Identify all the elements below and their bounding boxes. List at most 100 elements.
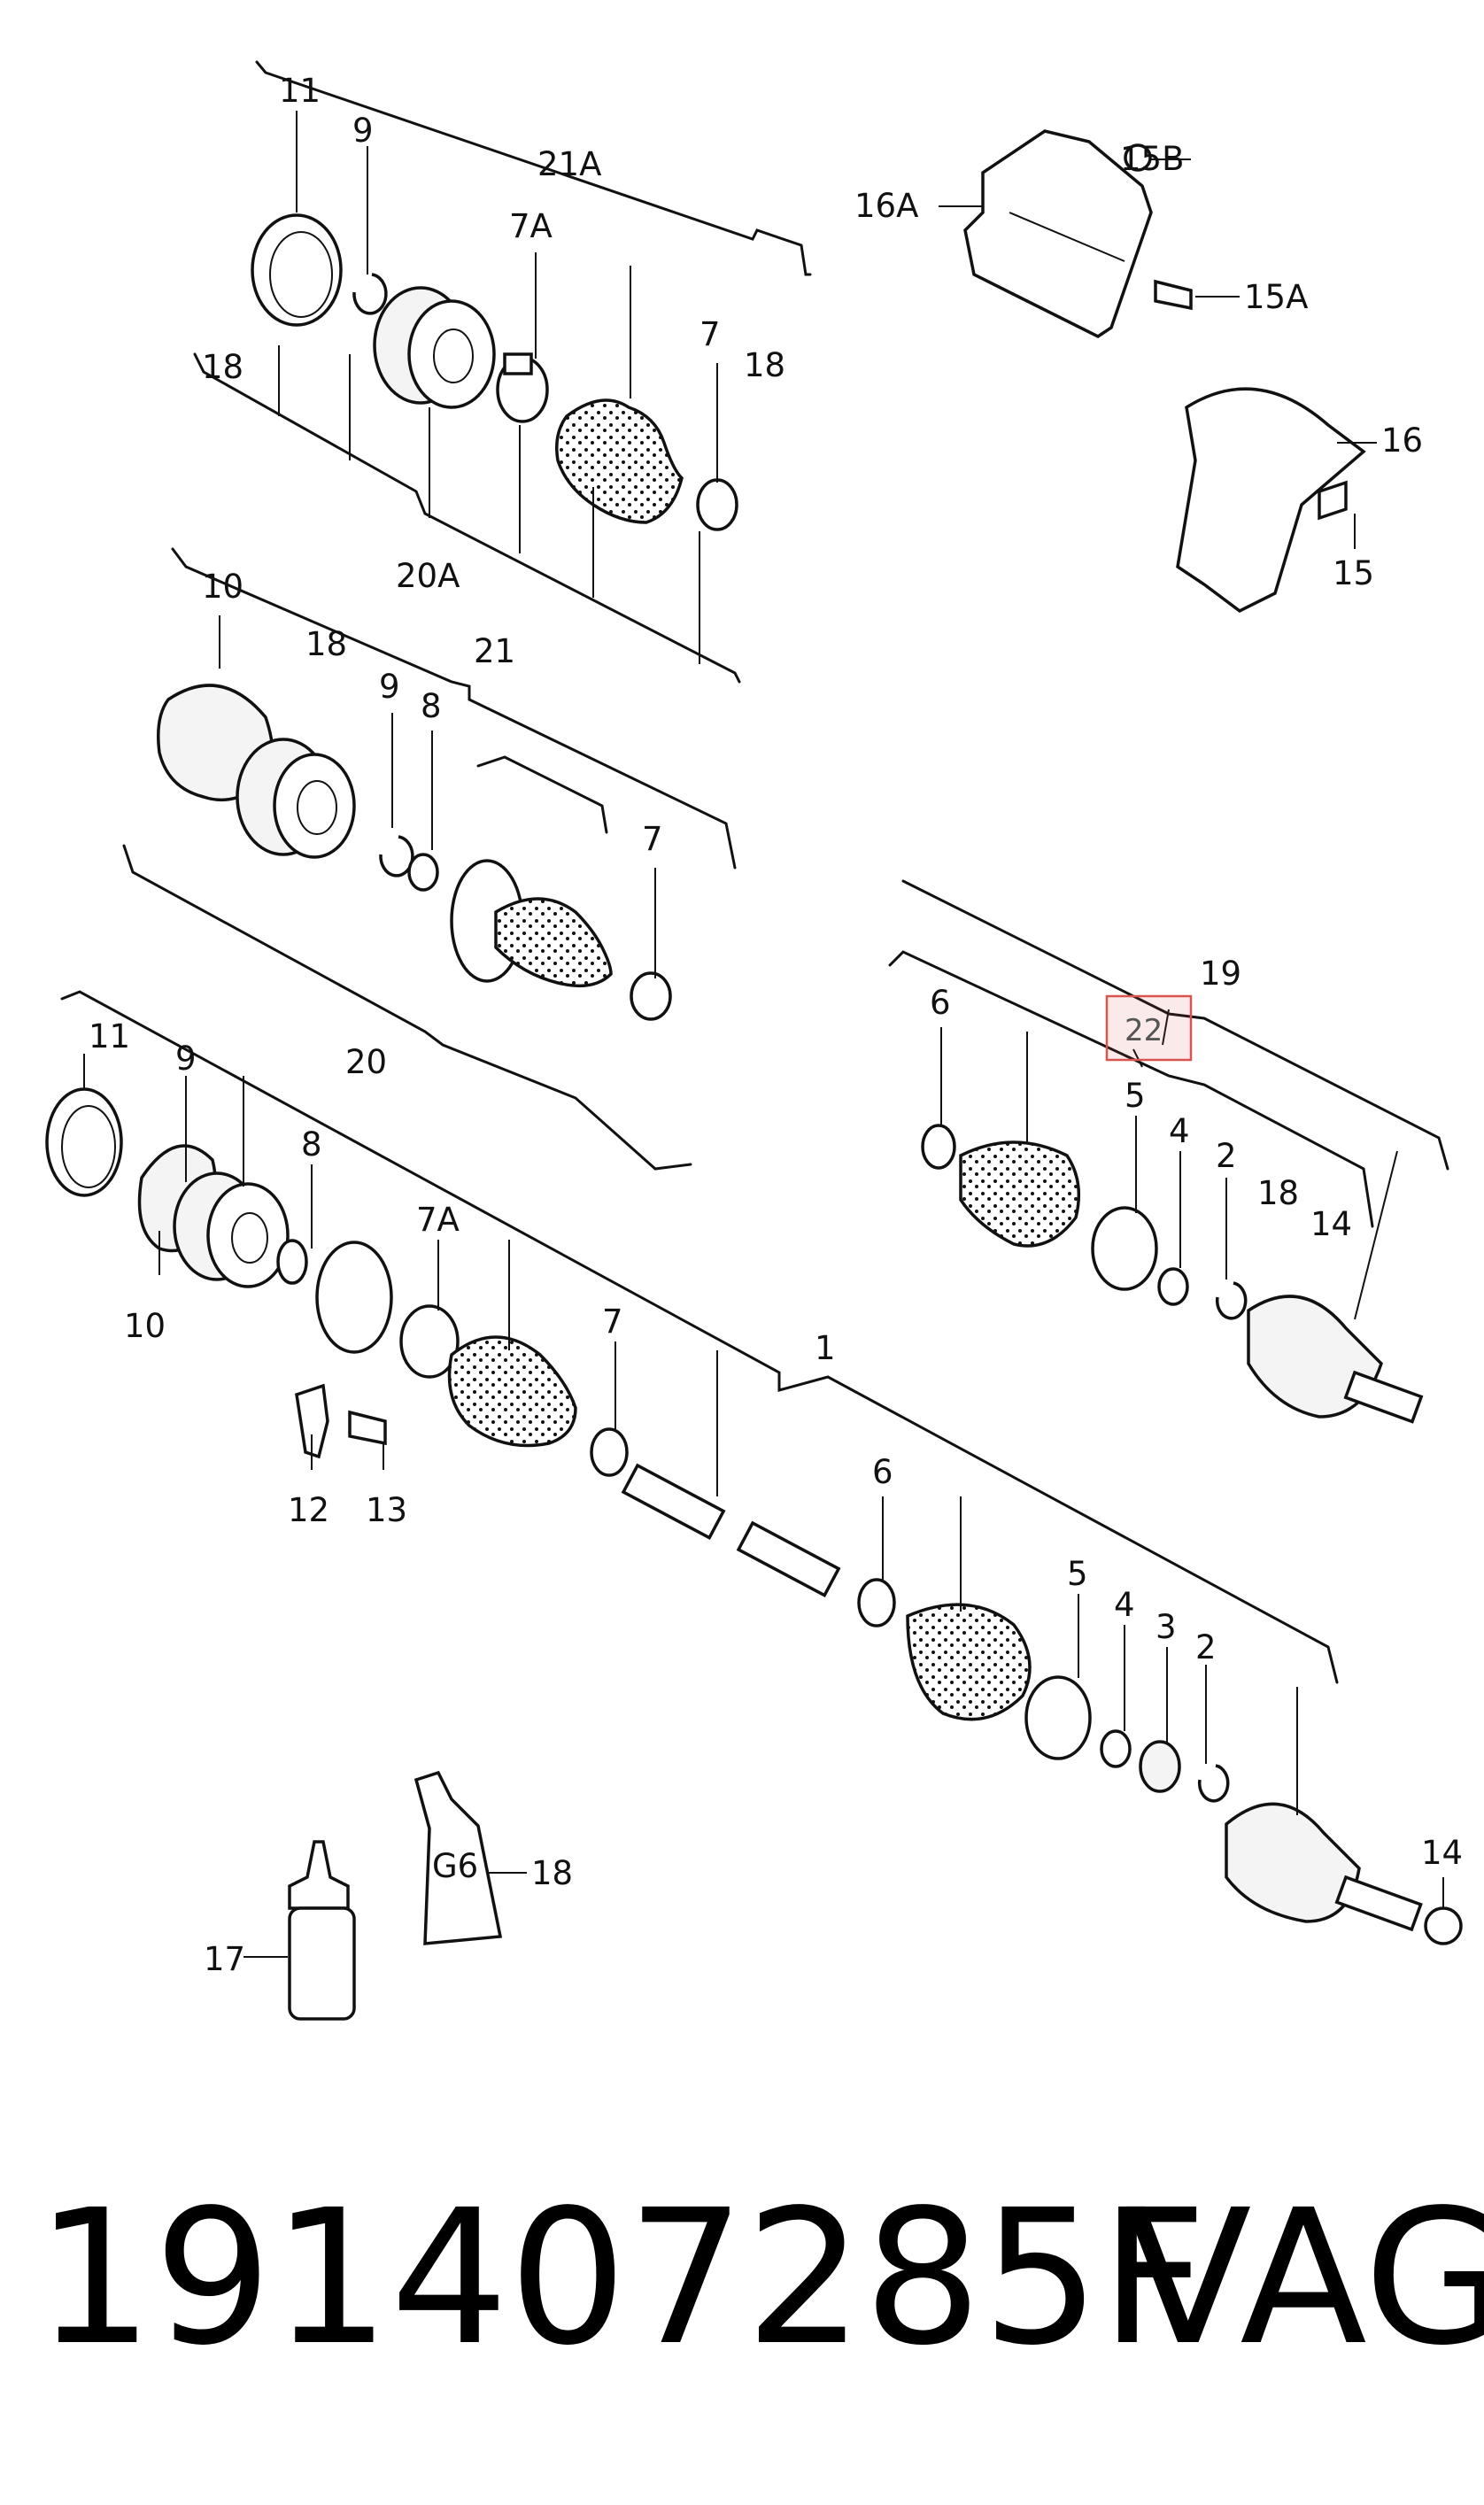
assembly-21a [193,60,812,684]
stub-axle-main [1334,1875,1423,1932]
bracket-20-bottom [122,844,692,1171]
clip-6-right [921,1124,956,1170]
callout-3: 3 [1156,1608,1177,1646]
callout-20: 20 [345,1043,387,1081]
leader-19-top [1162,1009,1170,1046]
bracket-21-inner [476,755,608,834]
callout-7a: 7A [416,1201,460,1239]
heat-shield-16 [1176,387,1366,614]
callout-21a: 21A [537,145,601,183]
callout-15b: 15B [1120,140,1184,178]
bracket-19-top [901,879,1449,1171]
bolt-15 [1318,480,1348,521]
nut-15b [1124,143,1152,172]
callout-5: 5 [1067,1555,1088,1593]
shield-16a-fold [1009,212,1125,262]
bottle-17 [288,1906,356,2021]
callout-7: 7 [602,1303,623,1341]
boot-21 [494,897,613,988]
clamp-5-right [1091,1206,1158,1291]
circlip-2-right [1215,1281,1248,1320]
bottle-17-cap [288,1840,350,1910]
clamp-7a-main [399,1304,460,1379]
boot-main-inner [447,1335,577,1448]
callout-15: 15 [1333,554,1374,592]
callout-4: 4 [1114,1586,1135,1624]
callout-7a: 7A [509,207,553,245]
callout-9: 9 [352,112,374,150]
nut-14-main [1424,1906,1463,1945]
bolt-15a [1154,279,1193,311]
bolt-13 [348,1410,387,1446]
tube-18 [414,1770,503,1945]
boot-19 [959,1140,1081,1248]
consumables-group: G6 [243,1770,527,2021]
assembly-1 [45,990,1463,1945]
clip-7-mid [630,971,672,1021]
callout-2: 2 [1195,1628,1217,1666]
callout-11: 11 [279,72,321,110]
callout-10: 10 [202,568,243,606]
ring-4-main [1100,1729,1132,1768]
brand-name: VAG [1125,2169,1484,2386]
washer-8-main [276,1239,308,1285]
callout-7: 7 [699,315,721,353]
callout-5: 5 [1125,1077,1146,1115]
bracket-21a-top [255,60,812,276]
drive-shaft-part-1b [736,1520,841,1598]
seal-ring-11-main [45,1087,123,1197]
callout-6: 6 [930,984,951,1022]
boot-21a [555,398,684,524]
tube-18-text: G6 [432,1847,478,1885]
callout-20a: 20A [396,557,460,595]
footer-caption: 191407285F VAG [35,2169,1484,2386]
callout-18: 18 [531,1854,573,1892]
callout-4: 4 [1169,1112,1190,1150]
callout-9: 9 [379,668,400,706]
callout-18: 18 [305,625,347,663]
callout-2: 2 [1216,1137,1237,1175]
cv-joint-face-mid [273,753,356,859]
callout-7: 7 [642,820,663,858]
callout-12: 12 [288,1491,329,1529]
clip-6-main [857,1578,896,1627]
callout-17: 17 [204,1940,245,1978]
heat-shield-group [939,129,1377,614]
stub-axle-right [1343,1370,1424,1424]
clamp-7a-lock [503,352,533,375]
callout-11: 11 [89,1017,130,1055]
assembly-19 [888,879,1449,1424]
callout-18: 18 [1257,1174,1299,1212]
callout-22: 22 [1125,1013,1163,1048]
callout-14: 14 [1310,1205,1352,1243]
callout-8: 8 [301,1125,322,1164]
callout-8: 8 [421,687,442,725]
callout-16: 16 [1381,421,1423,460]
washer-8-mid [407,853,439,892]
circlip-9 [352,273,388,315]
callout-16a: 16A [854,187,918,225]
cv-joint-face-main [206,1182,290,1288]
flange-main [315,1241,393,1354]
cv-joint-bore [433,329,474,383]
callout-6: 6 [872,1453,893,1491]
callout-14: 14 [1421,1834,1463,1872]
callout-18: 18 [744,346,785,384]
clip-7-top [696,478,738,531]
callout-9: 9 [175,1040,197,1078]
seal-ring-11-main-inner [61,1105,116,1188]
callout-18: 18 [202,348,243,386]
clip-7-main [590,1427,629,1477]
bracket-1-top [60,990,1339,1684]
clamp-5-main [1024,1675,1092,1760]
callout-labels: 11 9 21A 7A 7 18 18 20A 15B 16A 15A 16 1… [89,72,1463,1978]
cv-joint-bore-main [231,1212,268,1264]
part-number: 191407285F [35,2169,1208,2386]
ring-4-right [1157,1267,1189,1306]
leader-19-right [1354,1150,1398,1320]
circlip-9-mid [379,835,414,878]
plate-12 [295,1383,329,1459]
callout-10: 10 [124,1307,166,1345]
